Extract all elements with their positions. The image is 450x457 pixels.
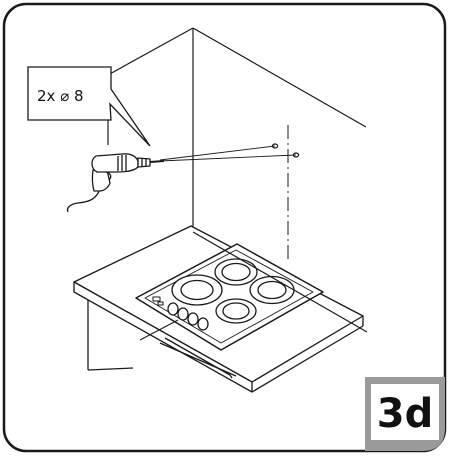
wall-edge <box>192 231 368 333</box>
indicator-light <box>157 301 164 306</box>
burners <box>171 258 295 324</box>
step-label: 3d <box>377 391 433 437</box>
step-badge: 3d <box>365 377 445 451</box>
indicator-light <box>152 296 161 302</box>
drill-icon <box>66 153 165 213</box>
callout-text: 2x ⌀ 8 <box>37 87 84 105</box>
callout: 2x ⌀ 8 <box>27 66 151 147</box>
callout-box <box>27 66 151 147</box>
diagram-frame <box>2 2 447 453</box>
leader-line <box>139 319 179 341</box>
control-knobs <box>167 302 209 331</box>
hob-icon <box>135 243 324 351</box>
sight-lines <box>159 145 297 162</box>
wall-corner <box>107 27 367 232</box>
step-badge-inner <box>371 384 439 440</box>
